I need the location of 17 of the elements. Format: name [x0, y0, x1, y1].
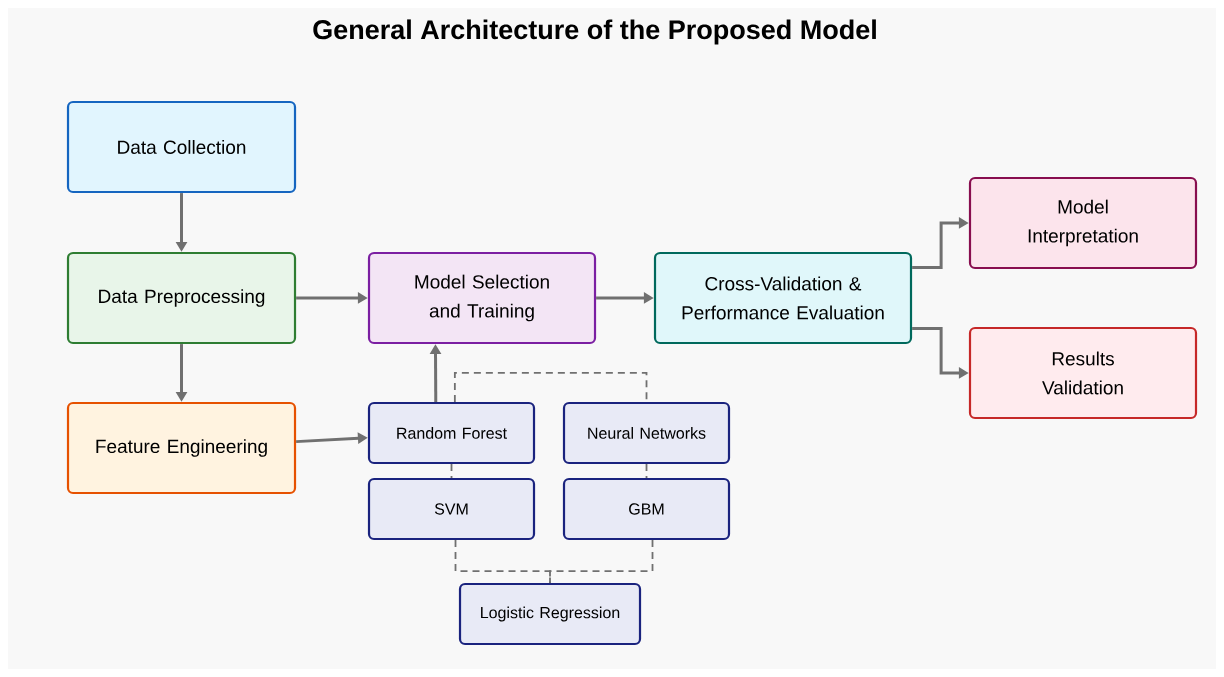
model-box: SVM: [367, 477, 536, 541]
process-box: Feature Engineering: [66, 401, 297, 495]
connector-line: [645, 463, 648, 479]
process-box: Data Collection: [66, 100, 297, 194]
model-box: Neural Networks: [562, 401, 731, 465]
model-box: Logistic Regression: [458, 582, 642, 646]
process-box: Cross-Validation & Performance Evaluation: [653, 251, 913, 345]
process-box: Model Interpretation: [968, 176, 1198, 270]
model-box: GBM: [562, 477, 731, 541]
process-box: Data Preprocessing: [66, 251, 297, 345]
model-box: Random Forest: [367, 401, 536, 465]
title: General Architecture of the Proposed Model: [313, 19, 876, 45]
process-box: Model Selection and Training: [367, 251, 597, 345]
process-box: Results Validation: [968, 326, 1198, 420]
connector-line: [453, 372, 648, 403]
connector-line: [549, 539, 654, 584]
connector-line: [450, 463, 453, 479]
